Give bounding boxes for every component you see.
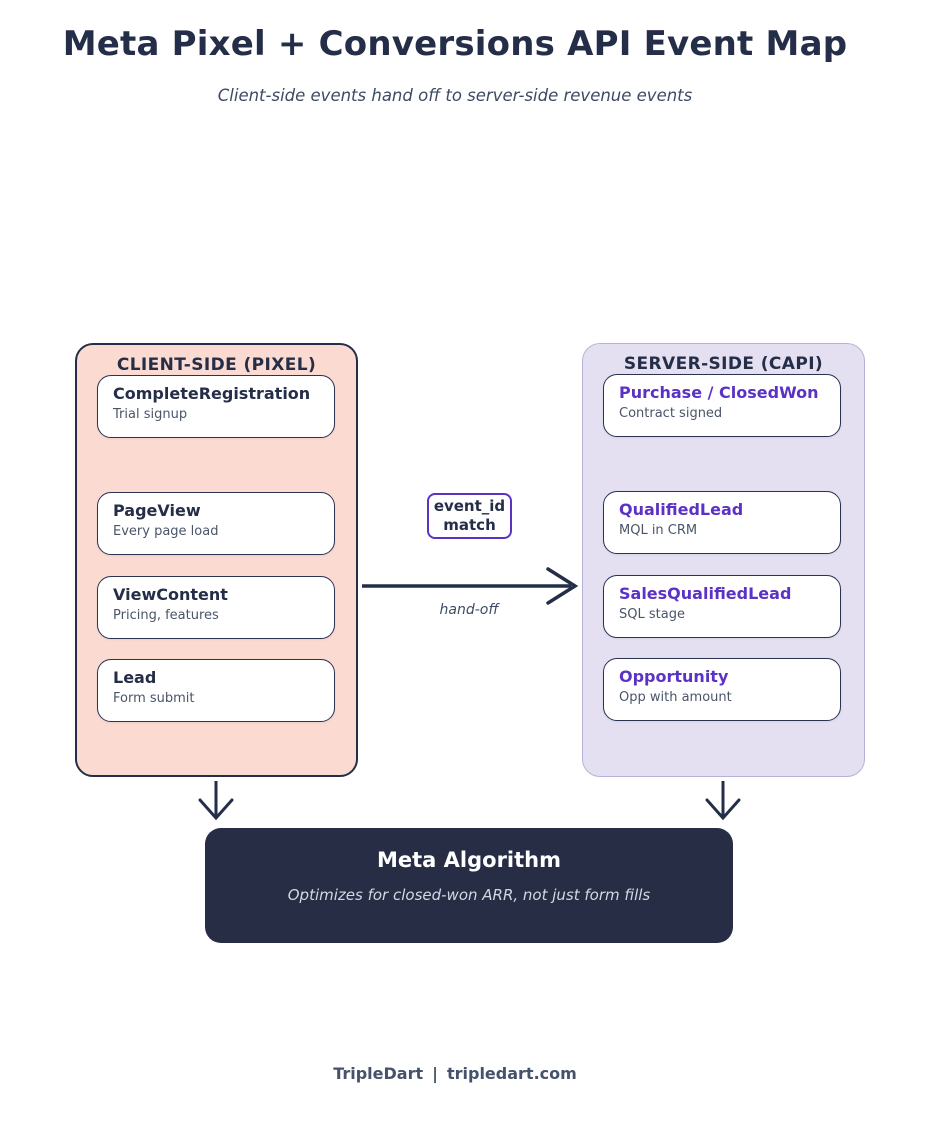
event-card-lead: Lead Form submit [97, 659, 335, 722]
server-panel-header: SERVER-SIDE (CAPI) [623, 354, 824, 374]
event-card-title: CompleteRegistration [113, 384, 311, 403]
event-card-subtitle: Trial signup [113, 407, 188, 422]
server-side-panel: SERVER-SIDE (CAPI) QualifiedLead MQL in … [582, 343, 865, 777]
badge-line1: event_id [433, 497, 506, 515]
event-card-title: Lead [113, 668, 157, 687]
page-subtitle: Client-side events hand off to server-si… [217, 86, 693, 105]
event-card-subtitle: SQL stage [619, 607, 685, 622]
event-card-salesqualifiedlead: SalesQualifiedLead SQL stage [603, 575, 841, 638]
event-card-viewcontent: ViewContent Pricing, features [97, 576, 335, 639]
footer-site: tripledart.com [446, 1064, 577, 1083]
event-card-qualifiedlead: QualifiedLead MQL in CRM [603, 491, 841, 554]
meta-algorithm-title: Meta Algorithm [377, 848, 561, 872]
handoff-arrow-icon [362, 567, 579, 605]
event-card-subtitle: Form submit [113, 691, 195, 706]
event-card-title: Purchase / ClosedWon [619, 383, 819, 402]
client-down-arrow-icon [198, 781, 234, 821]
footer-brand: TripleDart [333, 1064, 424, 1083]
meta-algorithm-box: Meta Algorithm Optimizes for closed-won … [205, 828, 733, 943]
event-card-subtitle: Contract signed [619, 406, 723, 421]
server-down-arrow-icon [705, 781, 741, 821]
event-card-subtitle: Opp with amount [619, 690, 732, 705]
event-card-title: SalesQualifiedLead [619, 584, 792, 603]
event-card-opportunity: Opportunity Opp with amount [603, 658, 841, 721]
event-card-title: Opportunity [619, 667, 729, 686]
badge-line2: match [443, 516, 496, 534]
event-card-subtitle: Every page load [113, 524, 219, 539]
client-panel-header: CLIENT-SIDE (PIXEL) [116, 355, 317, 375]
handoff-label: hand-off [439, 602, 499, 618]
event-card-pageview: PageView Every page load [97, 492, 335, 555]
footer: TripleDart | tripledart.com [0, 1064, 910, 1083]
event-id-match-badge: event_id match [427, 493, 512, 539]
event-card-title: PageView [113, 501, 201, 520]
event-card-title: QualifiedLead [619, 500, 744, 519]
event-card-subtitle: MQL in CRM [619, 523, 698, 538]
page-title: Meta Pixel + Conversions API Event Map [62, 24, 848, 64]
event-card-subtitle: Pricing, features [113, 608, 219, 623]
footer-separator: | [432, 1064, 438, 1083]
event-card-purchase-closedwon: Purchase / ClosedWon Contract signed [603, 374, 841, 437]
event-card-completeregistration: CompleteRegistration Trial signup [97, 375, 335, 438]
meta-algorithm-subtitle: Optimizes for closed-won ARR, not just f… [287, 886, 651, 904]
event-card-title: ViewContent [113, 585, 228, 604]
client-side-panel: CLIENT-SIDE (PIXEL) PageView Every page … [75, 343, 358, 777]
